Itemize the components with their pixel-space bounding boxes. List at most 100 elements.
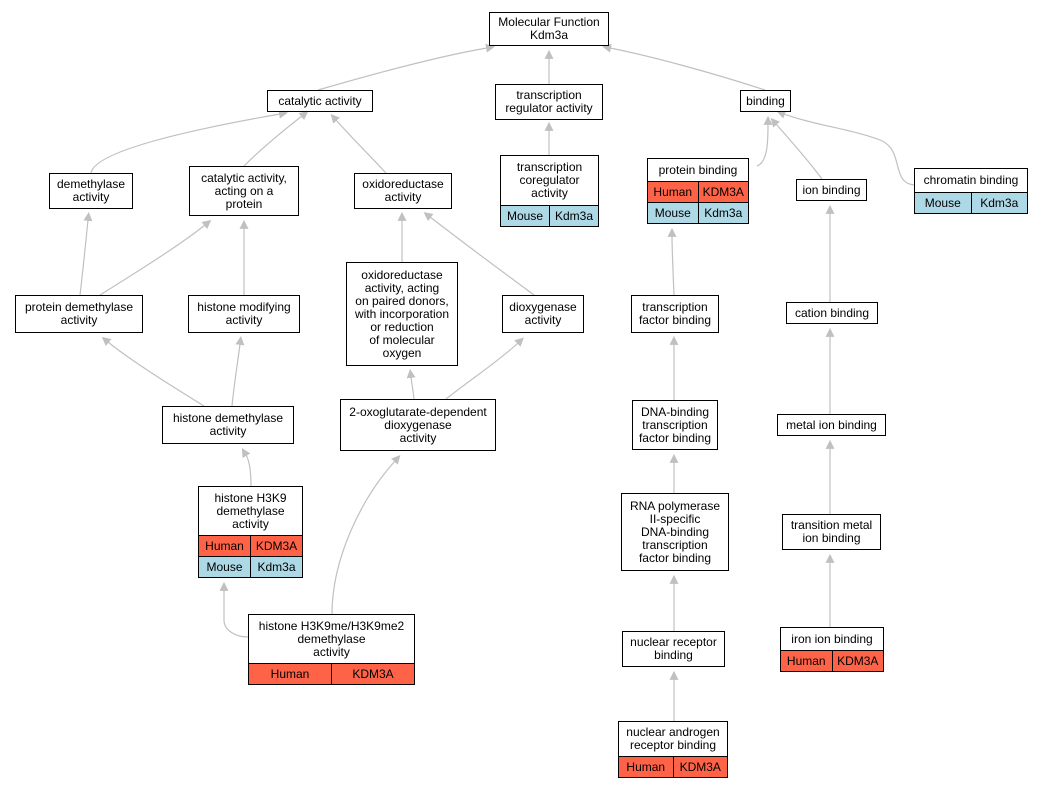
edge-h3k9me-to-oxoglut [331, 454, 401, 615]
node-dioxygenase: dioxygenase activity [502, 295, 584, 333]
node-oxidoreductase: oxidoreductase activity [354, 173, 452, 209]
node-label: ion binding [802, 182, 861, 197]
node-label: nuclear receptor binding [630, 635, 717, 662]
node-rnapol: RNA polymerase II-specific DNA-binding t… [621, 493, 729, 571]
node-cation: cation binding [786, 302, 878, 324]
annotation-row-mouse: Mouse Kdm3a [199, 556, 302, 577]
annotation-row-human: Human KDM3A [648, 181, 748, 202]
gene-cell: Kdm3a [970, 193, 1028, 213]
node-label: 2-oxoglutarate-dependent dioxygenase act… [349, 404, 487, 445]
node-label: catalytic activity [278, 93, 362, 108]
node-root: Molecular Function Kdm3a [489, 12, 609, 46]
node-label: metal ion binding [786, 417, 877, 432]
annotation-row-mouse: Mouse Kdm3a [501, 205, 598, 226]
node-label: histone H3K9me/H3K9me2 demethylase activ… [258, 618, 405, 659]
edge-tf_binding-to-protein_binding [667, 227, 677, 296]
node-label: oxidoreductase activity, acting on paire… [354, 267, 450, 360]
node-oxido_paired: oxidoreductase activity, acting on paire… [346, 262, 458, 366]
node-label: Molecular Function Kdm3a [498, 15, 600, 42]
species-cell: Mouse [506, 209, 544, 223]
node-hist_mod: histone modifying activity [188, 295, 300, 333]
node-label: transcription coregulator activity [516, 160, 583, 200]
node-label: transcription factor binding [638, 300, 712, 327]
edge-protein_binding-to-binding [756, 115, 773, 167]
annotation-row-human: Human KDM3A [781, 650, 883, 671]
edge-dioxygenase-to-oxidoreductase [423, 212, 535, 296]
node-demethylase: demethylase activity [49, 173, 133, 209]
node-label: histone modifying activity [197, 300, 291, 327]
annotation-row-mouse: Mouse Kdm3a [648, 202, 748, 223]
node-label: DNA-binding transcription factor binding [638, 404, 712, 445]
node-label: nuclear androgen receptor binding [626, 725, 720, 752]
node-label: binding [746, 93, 785, 108]
edge-prot_demeth-to-cat_protein [99, 219, 212, 296]
annotation-row-human: Human KDM3A [249, 663, 414, 684]
node-h3k9me: histone H3K9me/H3K9me2 demethylase activ… [248, 614, 415, 685]
node-label: histone H3K9 demethylase activity [214, 490, 287, 531]
gene-cell: KDM3A [697, 182, 749, 202]
annotation-row-mouse: Mouse Kdm3a [915, 192, 1027, 213]
edge-catalytic-to-root [317, 43, 495, 91]
edge-cat_protein-to-catalytic [243, 111, 309, 167]
node-dna_tf: DNA-binding transcription factor binding [632, 400, 718, 450]
species-cell: Human [205, 539, 244, 553]
node-label: iron ion binding [791, 631, 873, 646]
node-cat_protein: catalytic activity, acting on a protein [189, 166, 299, 216]
gene-cell: KDM3A [831, 651, 884, 671]
node-tf_binding: transcription factor binding [631, 295, 719, 333]
node-label: transcription regulator activity [505, 88, 593, 115]
species-cell: Human [653, 185, 693, 199]
edge-oxoglut-to-oxido_paired [406, 368, 416, 400]
node-ion_binding: ion binding [796, 179, 867, 201]
node-prot_demeth: protein demethylase activity [15, 295, 143, 333]
gene-cell: KDM3A [331, 664, 414, 684]
node-label: dioxygenase activity [509, 300, 577, 327]
node-trans_reg: transcription regulator activity [495, 84, 603, 120]
gene-cell: KDM3A [672, 757, 728, 777]
node-nuc_rec: nuclear receptor binding [622, 631, 725, 667]
edge-prot_demeth-to-demethylase [79, 211, 93, 296]
node-label: oxidoreductase activity [362, 177, 444, 204]
node-label: protein binding [658, 162, 738, 177]
gene-cell: Kdm3a [250, 557, 302, 577]
edge-ion_binding-to-binding [770, 117, 823, 180]
node-label: RNA polymerase II-specific DNA-binding t… [629, 498, 721, 565]
annotation-row-human: Human KDM3A [619, 756, 727, 777]
node-label: demethylase activity [56, 177, 126, 204]
node-transition: transition metal ion binding [782, 514, 881, 550]
edge-demethylase-to-catalytic [90, 109, 288, 174]
node-metal: metal ion binding [777, 414, 886, 436]
edge-h3k9me-to-h3k9 [219, 581, 249, 638]
species-cell: Human [270, 667, 310, 681]
species-cell: Human [626, 760, 666, 774]
gene-cell: Kdm3a [549, 206, 598, 226]
node-oxoglut: 2-oxoglutarate-dependent dioxygenase act… [340, 399, 496, 451]
annotation-row-human: Human KDM3A [199, 535, 302, 556]
node-label: chromatin binding [923, 173, 1019, 187]
species-cell: Mouse [654, 206, 691, 220]
gene-cell: KDM3A [250, 536, 302, 556]
node-hist_demeth: histone demethylase activity [162, 406, 294, 444]
edge-oxoglut-to-dioxygenase [445, 337, 524, 400]
species-cell: Human [786, 654, 826, 668]
node-binding: binding [740, 90, 791, 112]
node-label: histone demethylase activity [172, 411, 284, 438]
edge-hist_demeth-to-prot_demeth [101, 336, 205, 407]
edge-binding-to-root [602, 43, 766, 91]
node-catalytic: catalytic activity [267, 90, 373, 112]
species-cell: Mouse [206, 560, 243, 574]
node-label: cation binding [794, 305, 870, 320]
edge-hist_demeth-to-hist_mod [231, 335, 245, 407]
species-cell: Mouse [924, 196, 961, 210]
gene-cell: Kdm3a [697, 203, 749, 223]
node-label: catalytic activity, acting on a protein [201, 170, 287, 211]
node-label: protein demethylase activity [24, 300, 134, 327]
edge-chromatin-to-binding [776, 110, 915, 186]
